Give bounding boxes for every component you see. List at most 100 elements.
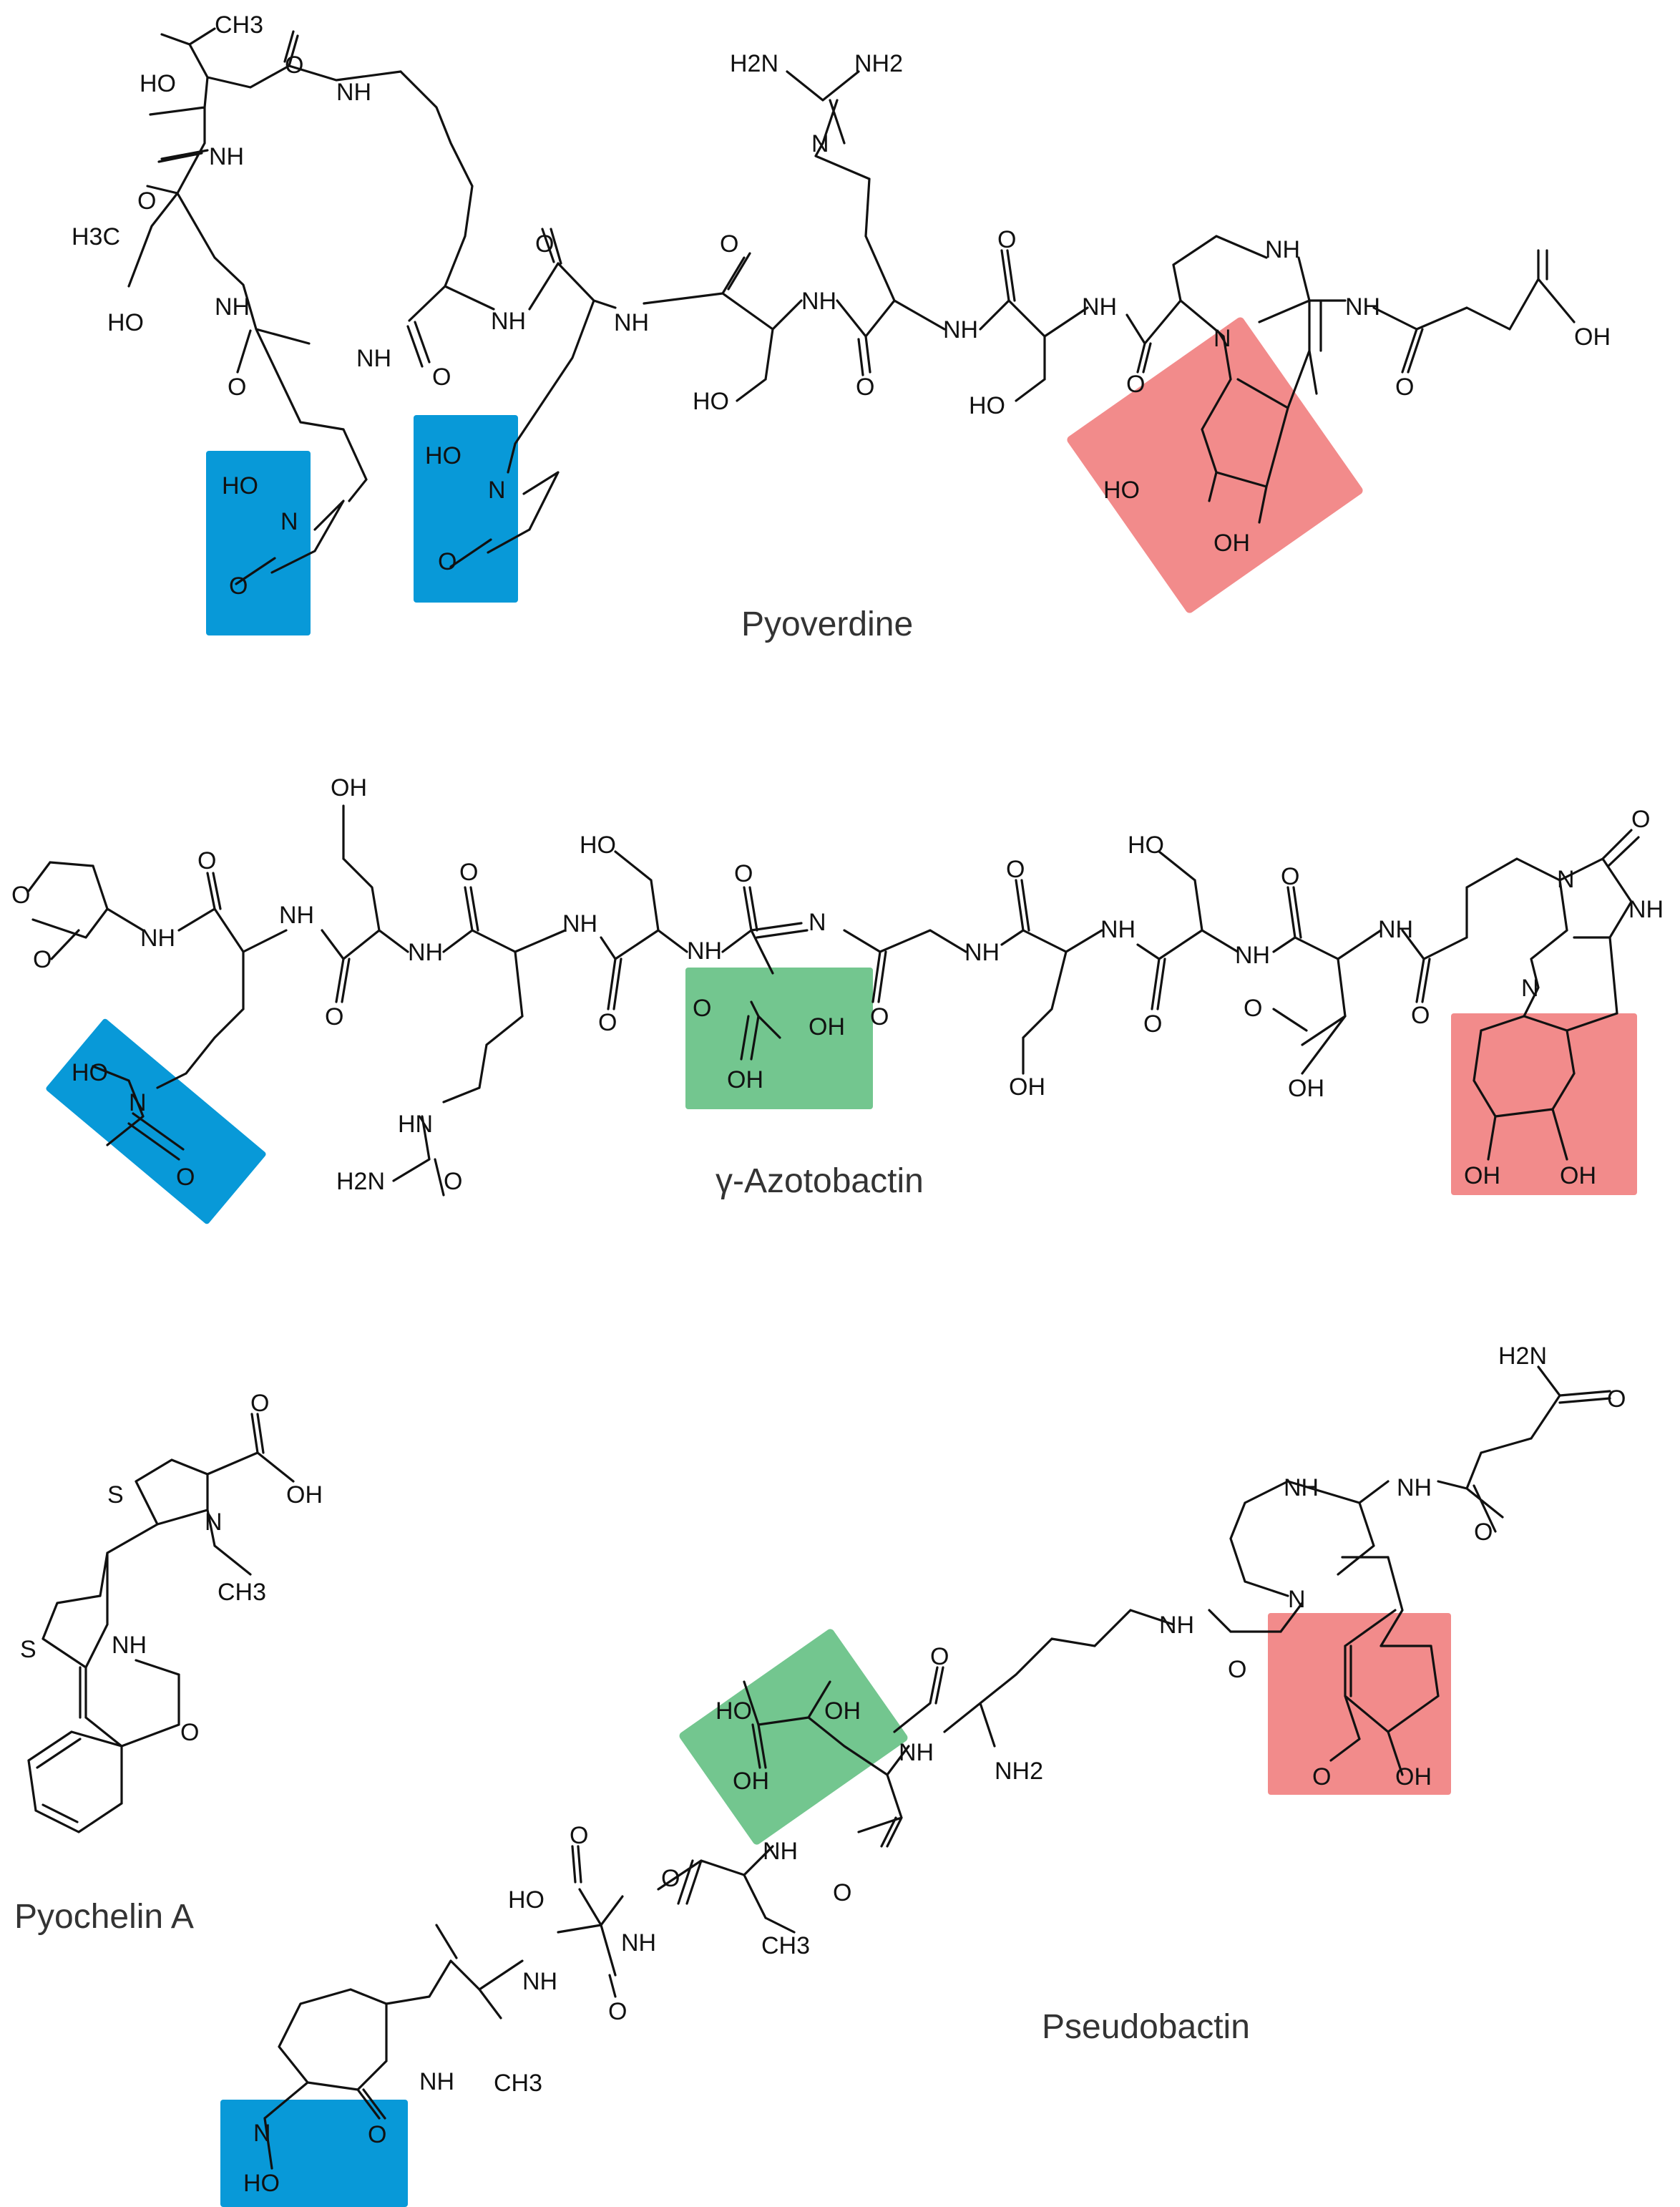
pseudobactin-atom: O xyxy=(570,1822,588,1849)
pyoverdine-atom: NH xyxy=(215,293,250,321)
pyoverdine-atom: HO xyxy=(222,472,258,500)
azotobactin-atom: NH xyxy=(964,939,1000,966)
azotobactin-atom: NH xyxy=(279,902,314,929)
pyochelin-atom-labels: O S OH N CH3 S NH O Pyochelin A xyxy=(14,1390,323,1936)
pyoverdine-atom: OH xyxy=(1574,323,1611,351)
pseudobactin-atom: HO xyxy=(716,1697,752,1725)
azotobactin-atom: O xyxy=(33,946,52,973)
azotobactin-atom: OH xyxy=(727,1066,763,1093)
pseudobactin-atom: OH xyxy=(824,1697,861,1725)
azotobactin-atom: OH xyxy=(1464,1162,1500,1189)
pseudobactin-atom: N xyxy=(1288,1586,1306,1613)
pyoverdine-name: Pyoverdine xyxy=(741,605,913,643)
azotobactin-atom: O xyxy=(459,859,478,886)
azotobactin-atom: OH xyxy=(331,774,367,802)
pyochelin-bonds xyxy=(27,1413,295,1833)
pyoverdine-atom: O xyxy=(1126,371,1145,398)
azotobactin-atom: NH xyxy=(1628,896,1664,923)
pyochelin-atom: N xyxy=(205,1509,223,1536)
azotobactin-atom-labels: O O NH O OH NH O NH O HO NH O NH O N O N… xyxy=(11,774,1664,1200)
azotobactin-atom: O xyxy=(197,847,216,874)
azotobactin-atom: NH xyxy=(140,925,175,952)
pyoverdine-atom: NH2 xyxy=(854,50,903,77)
azotobactin-atom: HO xyxy=(72,1059,108,1086)
azotobactin-atom: OH xyxy=(1009,1073,1045,1101)
azotobactin-atom: N xyxy=(809,909,826,936)
azotobactin-atom: O xyxy=(870,1003,889,1031)
azotobactin-atom: N xyxy=(129,1089,147,1116)
pseudobactin-atom: N xyxy=(253,2120,271,2147)
pyoverdine-atom: HO xyxy=(969,392,1005,419)
pseudobactin-atom: NH xyxy=(763,1838,798,1865)
pyoverdine-atom: O xyxy=(285,52,303,79)
pyoverdine-atom: NH xyxy=(943,316,978,344)
pseudobactin-atom: O xyxy=(1228,1656,1246,1683)
pseudobactin-atom: NH xyxy=(621,1929,656,1957)
azotobactin-atom: O xyxy=(1143,1010,1162,1038)
azotobactin-atom: O xyxy=(1411,1002,1430,1029)
azotobactin-atom: O xyxy=(176,1164,195,1191)
pyoverdine-atom: HO xyxy=(140,70,176,97)
azotobactin-hydroxamate-highlight xyxy=(46,1018,266,1224)
pyoverdine-atom: O xyxy=(228,374,246,401)
azotobactin-atom: O xyxy=(598,1009,617,1036)
pseudobactin-hydroxy-acid-highlight xyxy=(679,1629,908,1845)
azotobactin-atom: O xyxy=(693,995,711,1022)
pyoverdine-atom: O xyxy=(720,230,738,258)
pyoverdine-atom: HO xyxy=(425,442,461,469)
pseudobactin-atom: OH xyxy=(733,1768,769,1795)
pseudobactin-name: Pseudobactin xyxy=(1042,2008,1250,2046)
pyoverdine-atom: HO xyxy=(107,309,144,336)
pyoverdine-atom: O xyxy=(997,226,1016,253)
azotobactin-atom: O xyxy=(1281,863,1299,890)
pseudobactin-catechol-highlight xyxy=(1268,1613,1451,1795)
pyoverdine-atom: NH xyxy=(491,308,526,335)
pyochelin-atom: O xyxy=(180,1719,199,1746)
pyoverdine-atom: CH3 xyxy=(215,11,263,39)
azotobactin-atom: NH xyxy=(408,939,443,966)
pyochelin-atom: S xyxy=(20,1636,36,1663)
pseudobactin-atom: NH xyxy=(1284,1474,1319,1501)
pseudobactin-bonds xyxy=(263,1365,1611,2170)
azotobactin-atom: N xyxy=(1557,866,1575,893)
pseudobactin-atom: NH xyxy=(419,2068,454,2095)
pyoverdine-atom: NH xyxy=(209,143,244,170)
azotobactin-atom: NH xyxy=(1378,916,1413,943)
pyoverdine-atom: HO xyxy=(693,388,729,415)
pyoverdine-atom: O xyxy=(535,230,554,258)
azotobactin-atom: O xyxy=(11,882,30,909)
azotobactin-name: γ-Azotobactin xyxy=(716,1162,924,1200)
pyoverdine-atom: NH xyxy=(1265,236,1300,263)
azotobactin-atom: O xyxy=(1631,806,1650,833)
pyoverdine-atom: O xyxy=(438,548,456,575)
pseudobactin-atom: O xyxy=(368,2121,386,2148)
azotobactin-atom: NH xyxy=(562,910,597,937)
azotobactin-atom: OH xyxy=(809,1013,845,1041)
azotobactin-atom: N xyxy=(1521,975,1539,1002)
azotobactin-atom: O xyxy=(1244,995,1262,1022)
pyoverdine-atom: N xyxy=(280,508,298,535)
pseudobactin-atom: O xyxy=(833,1879,851,1906)
azotobactin-atom: HO xyxy=(1128,832,1164,859)
pyoverdine-atom: NH xyxy=(336,79,371,106)
azotobactin-atom: O xyxy=(444,1168,462,1195)
pseudobactin-atom: NH2 xyxy=(995,1758,1043,1785)
pyoverdine-hydroxamate-highlight-2 xyxy=(414,415,518,603)
pyoverdine-atom: NH xyxy=(1345,293,1380,321)
pseudobactin-atom: OH xyxy=(1395,1763,1432,1791)
pyoverdine-hydroxamate-highlight-1 xyxy=(206,451,311,635)
pyoverdine-atom: NH xyxy=(356,345,391,372)
pseudobactin-atom: CH3 xyxy=(494,2070,542,2097)
pyochelin-atom: S xyxy=(107,1481,124,1509)
azotobactin-atom: NH xyxy=(1100,916,1136,943)
pyoverdine-atom: NH xyxy=(1082,293,1117,321)
pseudobactin-atom: HO xyxy=(508,1886,544,1914)
pyoverdine-atom: OH xyxy=(1213,530,1250,557)
azotobactin-atom: NH xyxy=(687,937,722,965)
pyoverdine-bonds xyxy=(127,27,1576,585)
pseudobactin-atom: CH3 xyxy=(761,1932,810,1959)
azotobactin-bonds xyxy=(27,804,1640,1197)
pyoverdine-atom: NH xyxy=(614,309,649,336)
pseudobactin-atom: NH xyxy=(899,1739,934,1766)
pyoverdine-atom: N xyxy=(811,130,829,157)
